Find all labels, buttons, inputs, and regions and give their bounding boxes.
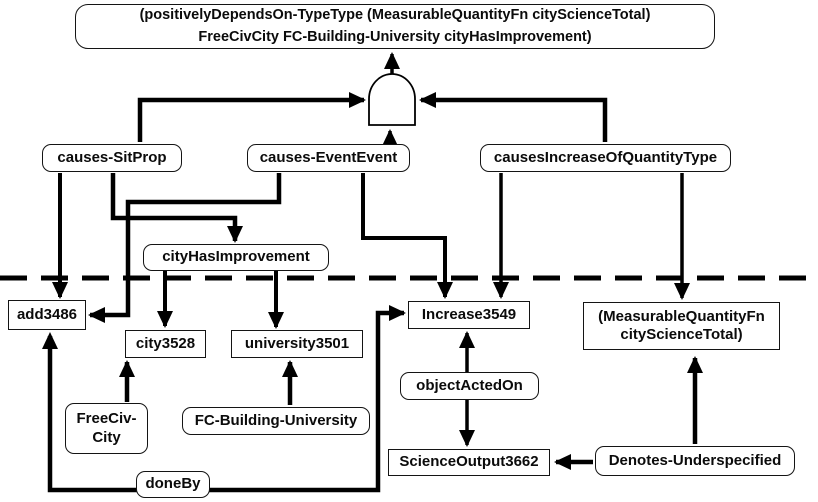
- arrowhead-up-add3486: [42, 332, 58, 349]
- edge-causes-eventevent-to-add3486: [88, 173, 282, 323]
- edge-causes-increase-to-gate: [419, 92, 608, 142]
- edge-doneby: [47, 305, 406, 493]
- node-done-by: doneBy: [136, 471, 210, 498]
- node-science-output3662: ScienceOutput3662: [388, 449, 550, 476]
- node-add3486: add3486: [8, 300, 86, 330]
- edge-causes-sitprop-to-gate: [137, 92, 366, 142]
- node-causes-increase-of-quantity-type: causesIncreaseOfQuantityType: [480, 144, 731, 172]
- arrowhead-up-increase3549: [459, 331, 475, 348]
- node-causes-sitprop: causes-SitProp: [42, 144, 182, 172]
- edge-causes-sitprop-to-cityhasimprovement: [110, 173, 243, 243]
- and-gate-icon: [368, 73, 416, 126]
- edge-causes-eventevent-to-increase3549: [361, 173, 453, 299]
- arrowhead-down-scienceoutput: [459, 430, 475, 447]
- node-denotes-underspecified: Denotes-Underspecified: [595, 446, 795, 476]
- node-city3528: city3528: [125, 330, 206, 358]
- node-city-has-improvement: cityHasImprovement: [143, 244, 329, 271]
- node-causes-eventevent: causes-EventEvent: [247, 144, 410, 172]
- node-goal-statement: (positivelyDependsOn-TypeType (Measurabl…: [75, 4, 715, 49]
- node-increase3549: Increase3549: [408, 301, 530, 329]
- node-object-acted-on: objectActedOn: [400, 372, 539, 400]
- node-fc-building-university: FC-Building-University: [182, 407, 370, 435]
- node-university3501: university3501: [231, 330, 363, 358]
- node-measurable-quantity: (MeasurableQuantityFn cityScienceTotal): [583, 302, 780, 350]
- node-freeciv-city: FreeCiv- City: [65, 403, 148, 454]
